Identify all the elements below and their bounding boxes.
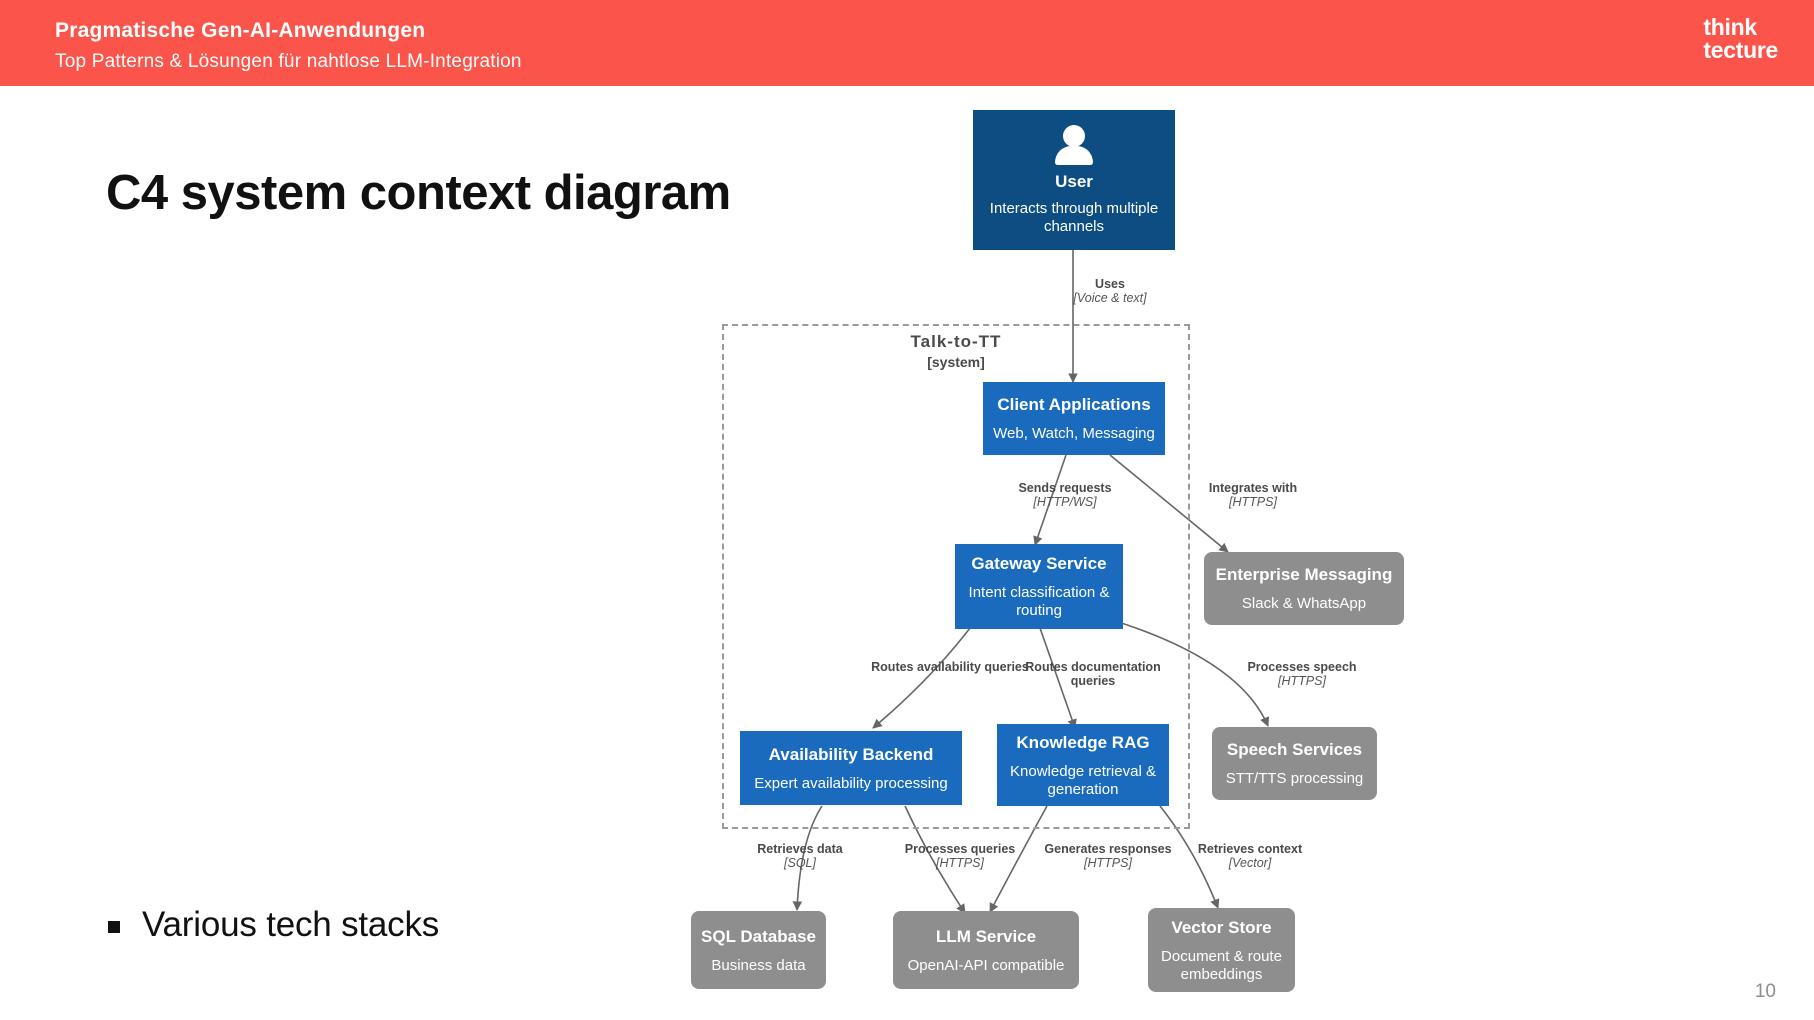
edge-label-availability-to-llm: Processes queries [HTTPS]	[870, 842, 1050, 870]
bullet-marker-icon	[108, 920, 120, 933]
node-gateway-service[interactable]: Gateway Service Intent classification & …	[955, 544, 1123, 629]
edge-label-text: Processes queries	[904, 842, 1016, 856]
thinktecture-logo: think tecture	[1703, 16, 1778, 62]
page-title: C4 system context diagram	[106, 166, 731, 220]
node-description: Document & route embeddings	[1161, 947, 1282, 983]
node-enterprise-messaging[interactable]: Enterprise Messaging Slack & WhatsApp	[1204, 552, 1404, 625]
edge-label-protocol: [HTTPS]	[1084, 856, 1132, 870]
logo-line-2: tecture	[1703, 37, 1778, 63]
edge-label-protocol: [Vector]	[1228, 856, 1272, 870]
node-title: Speech Services	[1226, 740, 1363, 759]
edge-label-text: Routes availability queries	[871, 660, 1029, 674]
edge-label-protocol: [HTTPS]	[936, 856, 984, 870]
node-vector-store[interactable]: Vector Store Document & route embeddings	[1148, 908, 1295, 992]
edge-label-availability-to-sql: Retrieves data [SQL]	[710, 842, 890, 870]
system-boundary-talk-to-tt	[722, 324, 1190, 829]
node-knowledge-rag[interactable]: Knowledge RAG Knowledge retrieval & gene…	[997, 724, 1169, 806]
node-description: Knowledge retrieval & generation	[1010, 762, 1156, 798]
edge-label-user-to-client: Uses [Voice & text]	[1020, 277, 1200, 305]
node-description: Intent classification & routing	[968, 584, 1110, 619]
node-client-applications[interactable]: Client Applications Web, Watch, Messagin…	[983, 382, 1165, 455]
node-speech-services[interactable]: Speech Services STT/TTS processing	[1212, 727, 1377, 800]
node-description: Slack & WhatsApp	[1241, 595, 1367, 612]
node-user[interactable]: User Interacts through multiple channels	[973, 110, 1175, 250]
edge-label-gateway-to-speech: Processes speech [HTTPS]	[1212, 660, 1392, 688]
bullet-item: Various tech stacks	[108, 905, 439, 945]
edge-label-text: Processes speech	[1247, 660, 1357, 674]
header-subtitle: Top Patterns & Lösungen für nahtlose LLM…	[55, 51, 522, 72]
node-availability-backend[interactable]: Availability Backend Expert availability…	[740, 731, 962, 805]
edge-label-text: Integrates with	[1208, 481, 1298, 495]
edge-label-text: Retrieves data	[757, 842, 843, 856]
node-description: Web, Watch, Messaging	[993, 425, 1155, 442]
edge-label-rag-to-llm: Generates responses [HTTPS]	[1018, 842, 1198, 870]
edge-label-protocol: [HTTP/WS]	[1033, 495, 1097, 509]
header-title: Pragmatische Gen-AI-Anwendungen	[55, 19, 426, 42]
user-icon	[1051, 124, 1097, 165]
edge-label-text: Retrieves context	[1197, 842, 1303, 856]
edge-label-gateway-to-rag: Routes documentation queries	[1003, 660, 1183, 688]
edge-label-protocol: [HTTPS]	[1229, 495, 1277, 509]
node-title: Gateway Service	[971, 554, 1107, 573]
boundary-type: [system]	[927, 354, 985, 370]
edge-label-protocol: [SQL]	[784, 856, 816, 870]
edge-label-text: Uses	[1095, 277, 1125, 291]
node-title: LLM Service	[935, 926, 1037, 946]
boundary-name: Talk-to-TT	[910, 332, 1002, 351]
edge-label-text: Sends requests	[1018, 481, 1112, 495]
edge-label-client-to-messaging: Integrates with [HTTPS]	[1163, 481, 1343, 509]
edge-label-client-to-gateway: Sends requests [HTTP/WS]	[975, 481, 1155, 509]
node-title: Knowledge RAG	[1016, 732, 1150, 752]
edge-label-text: Routes documentation queries	[1025, 660, 1161, 688]
bullet-text: Various tech stacks	[142, 905, 440, 944]
edge-label-protocol: [HTTPS]	[1278, 674, 1326, 688]
edge-label-text: Generates responses	[1044, 842, 1172, 856]
edge-label-protocol: [Voice & text]	[1073, 291, 1147, 305]
node-title: Availability Backend	[768, 744, 934, 764]
node-title: Vector Store	[1171, 917, 1272, 937]
edge-label-rag-to-vector: Retrieves context [Vector]	[1160, 842, 1340, 870]
node-llm-service[interactable]: LLM Service OpenAI-API compatible	[893, 911, 1079, 989]
system-boundary-label: Talk-to-TT [system]	[722, 332, 1190, 370]
node-description: Expert availability processing	[754, 774, 948, 792]
node-description: Interacts through multiple channels	[989, 199, 1159, 235]
node-sql-database[interactable]: SQL Database Business data	[691, 911, 826, 989]
node-description: OpenAI-API compatible	[907, 956, 1065, 974]
edge-label-gateway-to-availability: Routes availability queries	[860, 660, 1040, 674]
page-number: 10	[1754, 981, 1776, 1002]
node-title: SQL Database	[701, 926, 816, 946]
node-description: Business data	[711, 956, 806, 974]
node-title: User	[1055, 171, 1093, 191]
node-title: Enterprise Messaging	[1215, 565, 1393, 584]
node-title: Client Applications	[997, 395, 1151, 414]
node-description: STT/TTS processing	[1225, 770, 1364, 787]
slide-header: Pragmatische Gen-AI-Anwendungen Top Patt…	[0, 0, 1814, 86]
logo-line-1: think	[1703, 14, 1757, 40]
